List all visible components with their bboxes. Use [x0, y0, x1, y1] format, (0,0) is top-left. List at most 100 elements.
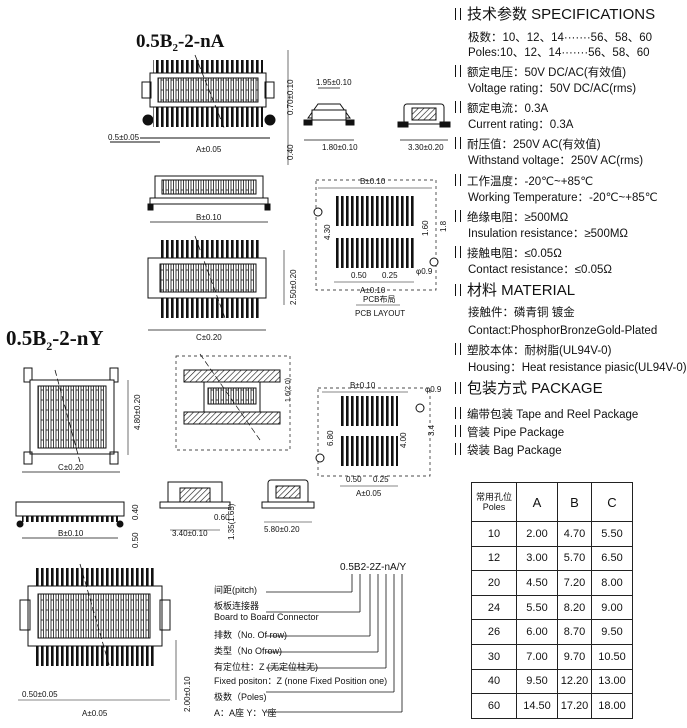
table-cell: 12: [471, 545, 517, 572]
table-cell: 5.50: [591, 521, 633, 547]
pcb2-050: 0.50: [346, 475, 362, 484]
order-pitch: 间距(pitch): [214, 585, 258, 595]
ny-pitch: 0.50±0.05: [22, 690, 58, 699]
na-top-view: [110, 54, 276, 143]
table-header-a: A: [516, 482, 558, 522]
bullet-icon: [455, 65, 461, 77]
bullet-icon: [455, 246, 461, 258]
bullet-icon: [455, 382, 461, 394]
bullet-icon: [455, 284, 461, 296]
ny-end-profile: [261, 479, 315, 523]
table-header-c: C: [591, 482, 633, 522]
table-cell: 5.70: [557, 545, 592, 572]
pcb-b: B±0.10: [360, 177, 386, 186]
spec-line: Withstand voltage：250V AC(rms): [468, 155, 644, 167]
spec-line: 绝缘电阻：≥500MΩ: [455, 210, 568, 225]
ordering-code: 0.5B2-2Z-nA/Y: [340, 562, 406, 573]
pcb-430: 4.30: [323, 224, 332, 240]
title-ny: 0.5B2-2-nY: [6, 326, 104, 353]
dim-b-na: B±0.10: [196, 213, 222, 222]
spec-line: Contact resistance：≤0.05Ω: [468, 264, 613, 276]
ny-040: 0.40: [131, 504, 140, 520]
table-cell: 8.70: [557, 619, 592, 645]
table-cell: 60: [471, 693, 517, 719]
dim-580: 5.80±0.20: [264, 525, 300, 534]
material-line: Contact:PhosphorBronzeGold-Plated: [468, 325, 658, 337]
pcb2-34: 3.4: [427, 424, 436, 436]
spec-line: Working Temperature：-20℃~+85℃: [468, 192, 658, 204]
material-line: 接触件：磷青铜 镀金: [468, 307, 575, 319]
package-heading: 包装方式 PACKAGE: [455, 381, 603, 396]
pcb-label-cn: PCB布局: [363, 294, 395, 304]
ny-b: B±0.10: [58, 529, 84, 538]
pcb2-a: A±0.05: [356, 489, 382, 498]
package-line: 管装 Pipe Package: [455, 425, 564, 440]
table-cell: 18.00: [591, 693, 633, 719]
pcb-025: 0.25: [382, 271, 398, 280]
ny-050r: 0.50: [131, 532, 140, 548]
table-cell: 14.50: [516, 693, 558, 719]
bullet-icon: [455, 101, 461, 113]
order-fixed-cn: 有定位柱：Z (无定位柱无): [214, 662, 318, 672]
package-line: 编带包装 Tape and Reel Package: [455, 407, 638, 422]
table-cell: 6.50: [591, 545, 633, 572]
table-cell: 24: [471, 594, 517, 621]
table-cell: 9.00: [591, 594, 633, 621]
table-cell: 8.20: [557, 594, 592, 621]
na-front-view: [147, 175, 271, 223]
pcb-160: 1.60: [421, 220, 430, 236]
ny-c: C±0.20: [58, 463, 84, 472]
na-end-profile: [397, 103, 451, 141]
table-cell: 2.00: [516, 521, 558, 547]
bullet-icon: [455, 210, 461, 222]
bullet-icon: [455, 407, 461, 419]
spec-line: Voltage rating：50V DC/AC(rms): [468, 83, 637, 95]
ny-top-view: [22, 367, 129, 473]
ny-200: 2.00±0.10: [183, 676, 192, 712]
table-cell: 13.00: [591, 668, 633, 695]
title-na: 0.5B2-2-nA: [136, 31, 225, 54]
pcb-layout-ny: [315, 387, 431, 487]
table-cell: 40: [471, 668, 517, 695]
technical-drawings: 0.5B2-2-nA 0.5±0.05 A±0.05 0.70±0.10 0.4…: [6, 31, 451, 718]
table-cell: 6.00: [516, 619, 558, 645]
spec-line: 极数：10、12、14·······56、58、60: [468, 32, 653, 44]
pcb2-400: 4.00: [399, 432, 408, 448]
order-poles: 极数（Poles): [214, 692, 267, 702]
table-cell: 10.50: [591, 643, 633, 670]
spec-heading: 技术参数 SPECIFICATIONS: [455, 7, 655, 22]
package-line: 袋装 Bag Package: [455, 443, 562, 458]
table-cell: 4.70: [557, 521, 592, 547]
dim-330: 3.30±0.20: [408, 143, 444, 152]
table-cell: 17.20: [557, 693, 592, 719]
table-cell: 10: [471, 521, 517, 547]
table-cell: 8.00: [591, 570, 633, 596]
table-cell: 5.50: [516, 594, 558, 621]
spec-line: Insulation resistance：≥500MΩ: [468, 228, 629, 240]
bullet-icon: [455, 425, 461, 437]
table-cell: 30: [471, 643, 517, 670]
pcb-layout-na: [313, 179, 439, 306]
table-cell: 26: [471, 619, 517, 645]
mated-section-view: [175, 353, 291, 451]
order-ay: A：A座 Y：Y座: [214, 708, 277, 718]
table-cell: 7.00: [516, 643, 558, 670]
spec-line: 接触电阻：≤0.05Ω: [455, 246, 562, 261]
bullet-icon: [455, 343, 461, 355]
material-line: 塑胶本体：耐树脂(UL94V-0): [455, 343, 611, 358]
dim-a-na: A±0.05: [196, 145, 222, 154]
spec-line: 耐压值：250V AC(有效值): [455, 137, 601, 152]
dim-070: 0.70±0.10: [286, 79, 295, 115]
bullet-icon: [455, 137, 461, 149]
dim-060: 0.60: [214, 513, 230, 522]
dim-340: 3.40±0.10: [172, 529, 208, 538]
spec-line: Current rating：0.3A: [468, 119, 574, 131]
table-cell: 3.00: [516, 545, 558, 572]
table-cell: 9.50: [516, 668, 558, 695]
